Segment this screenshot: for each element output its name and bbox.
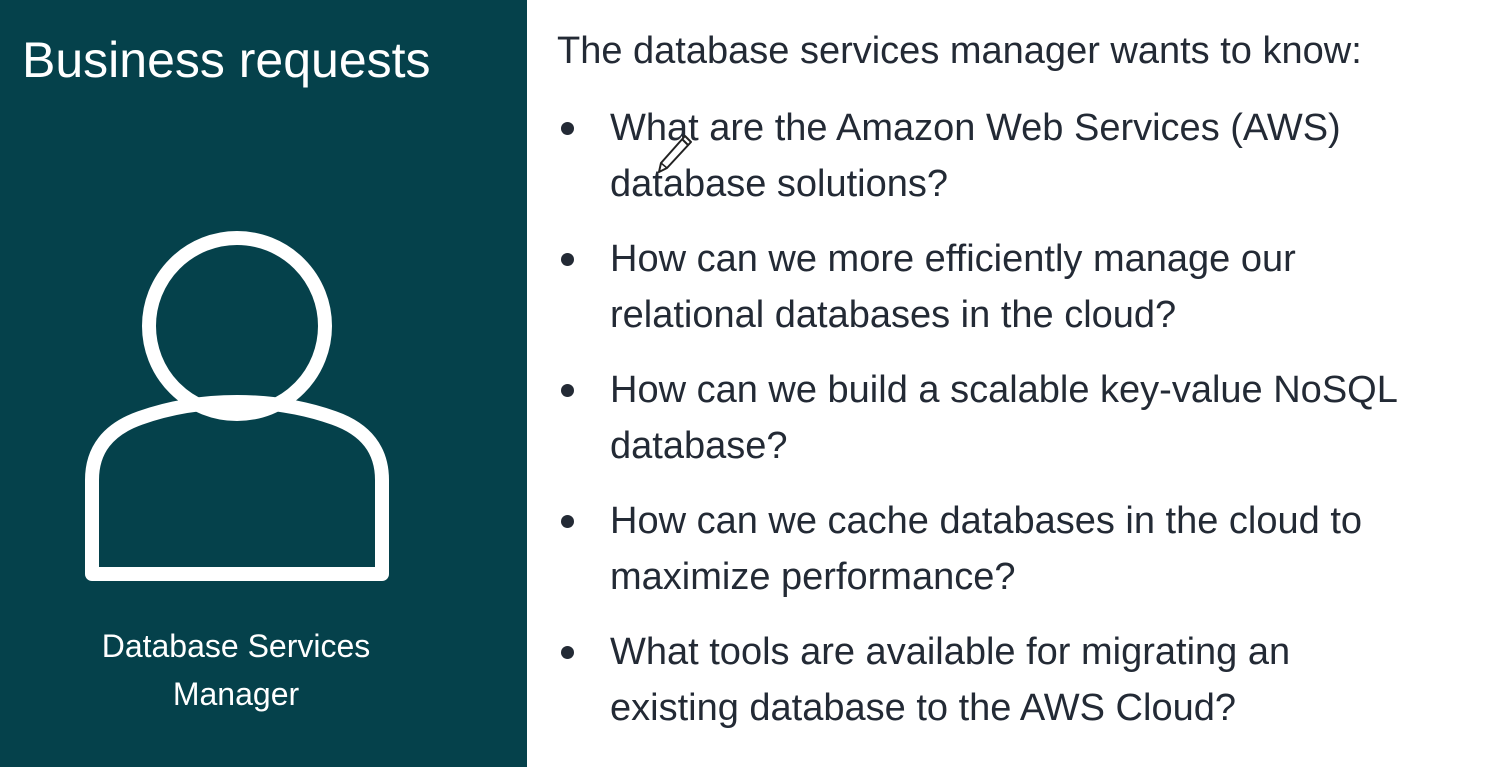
person-icon (85, 231, 389, 581)
person-caption-line1: Database Services (101, 628, 371, 664)
list-item: What tools are available for migrating a… (557, 624, 1477, 736)
list-item: What are the Amazon Web Services (AWS) d… (557, 100, 1477, 212)
question-line: database? (610, 425, 788, 467)
person-caption: Database Services Manager (0, 622, 472, 718)
right-panel: The database services manager wants to k… (527, 0, 1498, 767)
list-item: How can we build a scalable key-value No… (557, 362, 1477, 474)
question-line: What tools are available for migrating a… (610, 631, 1291, 673)
panel-title: Business requests (22, 32, 431, 88)
question-line: maximize performance? (610, 556, 1016, 598)
bullet-icon (561, 253, 574, 266)
intro-text: The database services manager wants to k… (557, 30, 1362, 72)
question-line: How can we cache databases in the cloud … (610, 500, 1363, 542)
question-line: existing database to the AWS Cloud? (610, 687, 1236, 729)
left-panel: Business requests Database Services Mana… (0, 0, 527, 767)
bullet-icon (561, 646, 574, 659)
question-line: What are the Amazon Web Services (AWS) (610, 107, 1341, 149)
list-item: How can we more efficiently manage our r… (557, 231, 1477, 343)
bullet-icon (561, 122, 574, 135)
bullet-icon (561, 515, 574, 528)
question-line: relational databases in the cloud? (610, 294, 1177, 336)
bullet-icon (561, 384, 574, 397)
person-caption-line2: Manager (172, 676, 300, 712)
list-item: How can we cache databases in the cloud … (557, 493, 1477, 605)
question-list: What are the Amazon Web Services (AWS) d… (557, 100, 1477, 755)
question-line: How can we more efficiently manage our (610, 238, 1296, 280)
question-line: database solutions? (610, 163, 949, 205)
question-line: How can we build a scalable key-value No… (610, 369, 1398, 411)
